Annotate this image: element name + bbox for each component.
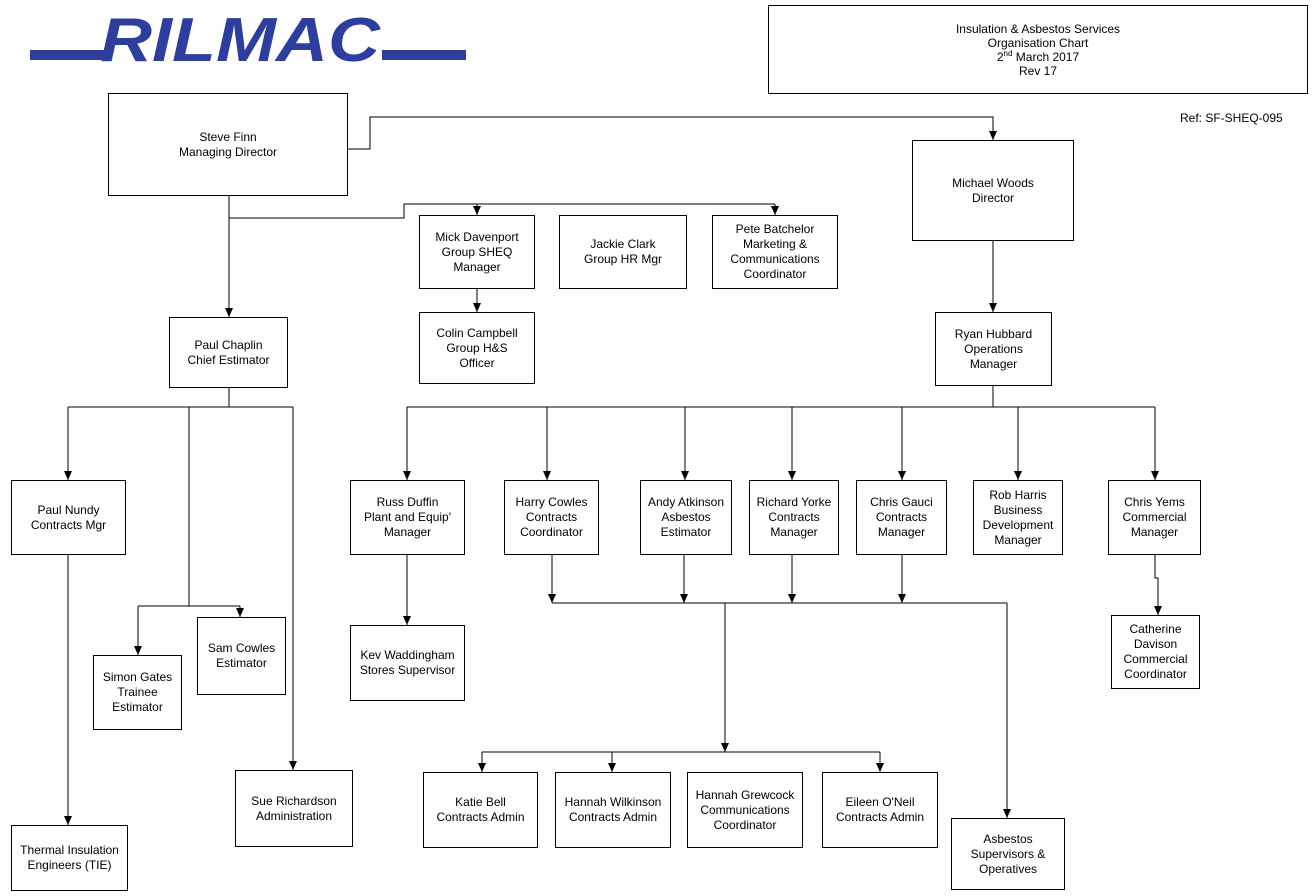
document-reference: Ref: SF-SHEQ-095 xyxy=(1180,111,1283,125)
chart-title-box: Insulation & Asbestos Services Organisat… xyxy=(768,5,1308,94)
logo-text: RILMAC xyxy=(100,14,381,74)
node-asbestos-supervisors: Asbestos Supervisors &Operatives xyxy=(951,818,1065,890)
title-line-2: Organisation Chart xyxy=(987,35,1089,50)
title-revision: Rev 17 xyxy=(1018,63,1058,78)
title-date: 2nd March 2017 xyxy=(996,48,1080,64)
rilmac-logo: RILMAC xyxy=(30,14,466,74)
title-line-1: Insulation & Asbestos Services xyxy=(955,21,1121,36)
